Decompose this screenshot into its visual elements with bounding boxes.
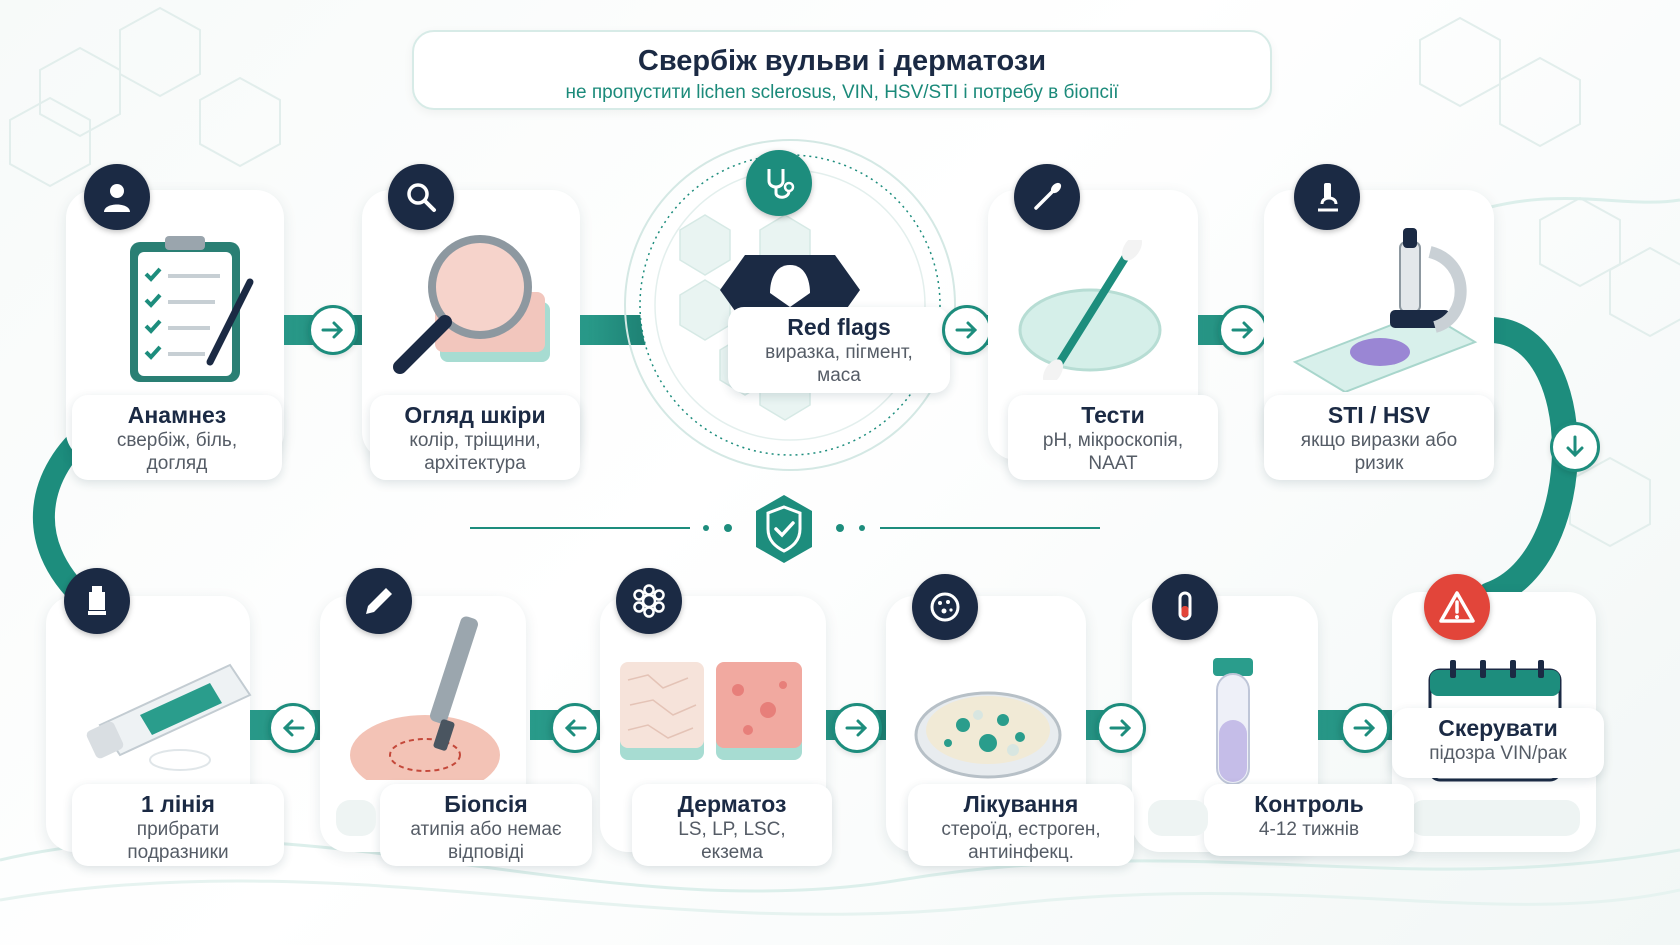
magnifier-icon xyxy=(388,164,454,230)
skin-samples-illustration xyxy=(620,662,802,760)
arrow-right-button[interactable] xyxy=(1096,703,1146,753)
petri-dish-icon xyxy=(912,574,978,640)
card-footer xyxy=(1410,800,1580,836)
label-skin: Огляд шкіри колір, тріщини, архітектура xyxy=(370,395,580,480)
test-tube-illustration xyxy=(1213,658,1253,785)
label-sti: STI / HSV якщо виразки або ризик xyxy=(1264,395,1494,480)
biopsy-punch-illustration xyxy=(350,616,500,780)
arrow-right-button[interactable] xyxy=(832,703,882,753)
card-footer xyxy=(336,800,376,836)
page-title: Свербіж вульви і дерматози xyxy=(637,45,1047,77)
label-redflags: Red flags виразка, пігмент, маса xyxy=(728,307,950,393)
arrow-left-button[interactable] xyxy=(550,703,600,753)
card-footer xyxy=(1148,800,1208,836)
label-control: Контроль 4-12 тижнів xyxy=(1204,784,1414,856)
label-tests: Тести pH, мікроскопія, NAAT xyxy=(1008,395,1218,480)
arrow-right-button[interactable] xyxy=(1218,305,1268,355)
page-subtitle: не пропустити lichen sclerosus, VIN, HSV… xyxy=(565,82,1119,103)
arrow-right-button[interactable] xyxy=(942,305,992,355)
title-box: Свербіж вульви і дерматози не пропустити… xyxy=(412,30,1272,110)
label-refer: Скерувати підозра VIN/рак xyxy=(1392,708,1604,778)
stethoscope-icon xyxy=(746,150,812,216)
user-icon xyxy=(84,164,150,230)
test-tube-icon xyxy=(1152,574,1218,640)
shield-check-icon xyxy=(756,495,812,563)
swab-illustration xyxy=(1018,240,1162,380)
arrow-right-button[interactable] xyxy=(1340,703,1390,753)
arrow-left-button[interactable] xyxy=(268,703,318,753)
arrow-right-button[interactable] xyxy=(308,305,358,355)
clipboard-illustration xyxy=(130,236,254,382)
cream-tube-illustration xyxy=(86,663,252,771)
warning-icon xyxy=(1424,574,1490,640)
label-treatment: Лікування стероїд, естроген, антиінфекц. xyxy=(908,784,1134,866)
label-biopsy: Біопсія атипія або немає відповіді xyxy=(380,784,592,866)
arrow-down-button[interactable] xyxy=(1550,422,1600,472)
label-dermatosis: Дерматоз LS, LP, LSC, екзема xyxy=(632,784,832,866)
magnifier-illustration xyxy=(393,235,550,374)
label-firstline: 1 лінія прибрати подразники xyxy=(72,784,284,866)
tube-icon xyxy=(64,568,130,634)
label-history: Анамнез свербіж, біль, догляд xyxy=(72,395,282,480)
petri-dish-illustration xyxy=(914,691,1062,779)
microscope-illustration xyxy=(1292,228,1478,392)
cells-icon xyxy=(616,568,682,634)
pen-icon xyxy=(346,568,412,634)
swab-icon xyxy=(1014,164,1080,230)
microscope-icon xyxy=(1294,164,1360,230)
connector-band xyxy=(580,315,650,345)
